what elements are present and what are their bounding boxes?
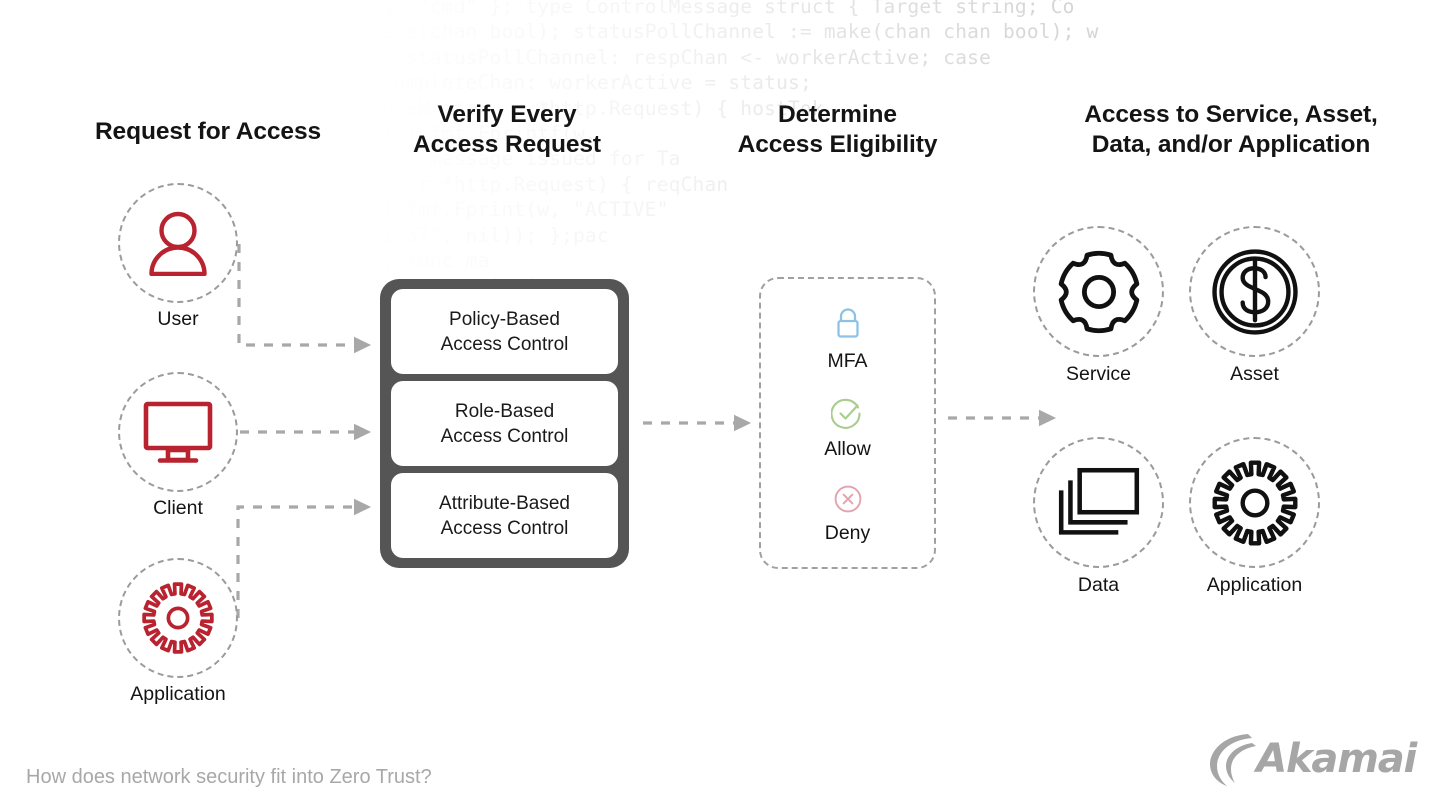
node-data[interactable]: Data xyxy=(1033,437,1164,617)
eligibility-card[interactable]: MFA Allow Deny xyxy=(759,277,936,569)
coin-dollar-icon xyxy=(1189,226,1320,357)
node-service[interactable]: Service xyxy=(1033,226,1164,406)
akamai-wordmark: Akamai xyxy=(1256,736,1417,782)
check-circle-icon xyxy=(830,397,863,434)
node-ring xyxy=(118,183,238,303)
node-ring xyxy=(1189,226,1320,357)
node-client[interactable]: Client xyxy=(118,372,238,542)
node-ring xyxy=(1033,437,1164,568)
eligibility-item-deny[interactable]: Deny xyxy=(824,485,871,545)
eligibility-label-mfa: MFA xyxy=(827,350,868,372)
gear-outline-icon xyxy=(1033,226,1164,357)
node-label-user: User xyxy=(157,308,199,330)
eligibility-label-allow: Allow xyxy=(824,438,871,460)
arrow-application-to-policy xyxy=(236,498,372,618)
node-ring xyxy=(1189,437,1320,568)
node-asset[interactable]: Asset xyxy=(1189,226,1320,406)
node-label-application-target: Application xyxy=(1206,574,1303,596)
node-label-data: Data xyxy=(1077,574,1120,596)
node-application-source[interactable]: Application xyxy=(118,558,238,728)
column-title-request: Request for Access xyxy=(94,118,322,145)
eligibility-item-mfa[interactable]: MFA xyxy=(827,307,868,373)
user-icon xyxy=(118,183,238,303)
node-ring xyxy=(1033,226,1164,357)
x-circle-icon xyxy=(834,485,862,518)
akamai-logo: Akamai xyxy=(1208,730,1417,788)
node-user[interactable]: User xyxy=(118,183,238,353)
column-title-determine: Determine Access Eligibility xyxy=(737,101,938,158)
eligibility-label-deny: Deny xyxy=(824,522,871,544)
node-label-service: Service xyxy=(1065,363,1132,385)
column-title-verify: Verify Every Access Request xyxy=(413,101,601,158)
policy-card[interactable]: Policy-Based Access Control Role-Based A… xyxy=(380,279,629,568)
node-application-target[interactable]: Application xyxy=(1189,437,1320,617)
policy-item-role-based[interactable]: Role-Based Access Control xyxy=(391,381,618,466)
lock-icon xyxy=(833,307,863,346)
stacked-screens-icon xyxy=(1033,437,1164,568)
cog-icon xyxy=(1189,437,1320,568)
node-label-asset: Asset xyxy=(1230,363,1279,385)
node-ring xyxy=(118,558,238,678)
node-label-application-source: Application xyxy=(130,683,226,705)
akamai-swoosh-icon xyxy=(1210,734,1257,786)
gear-icon xyxy=(118,558,238,678)
policy-item-attribute-based[interactable]: Attribute-Based Access Control xyxy=(391,473,618,558)
node-ring xyxy=(118,372,238,492)
column-title-access: Access to Service, Asset, Data, and/or A… xyxy=(1084,101,1378,158)
policy-item-policy-based[interactable]: Policy-Based Access Control xyxy=(391,289,618,374)
node-label-client: Client xyxy=(153,497,203,519)
monitor-icon xyxy=(118,372,238,492)
footer-caption: How does network security fit into Zero … xyxy=(26,766,432,788)
eligibility-item-allow[interactable]: Allow xyxy=(824,397,871,461)
